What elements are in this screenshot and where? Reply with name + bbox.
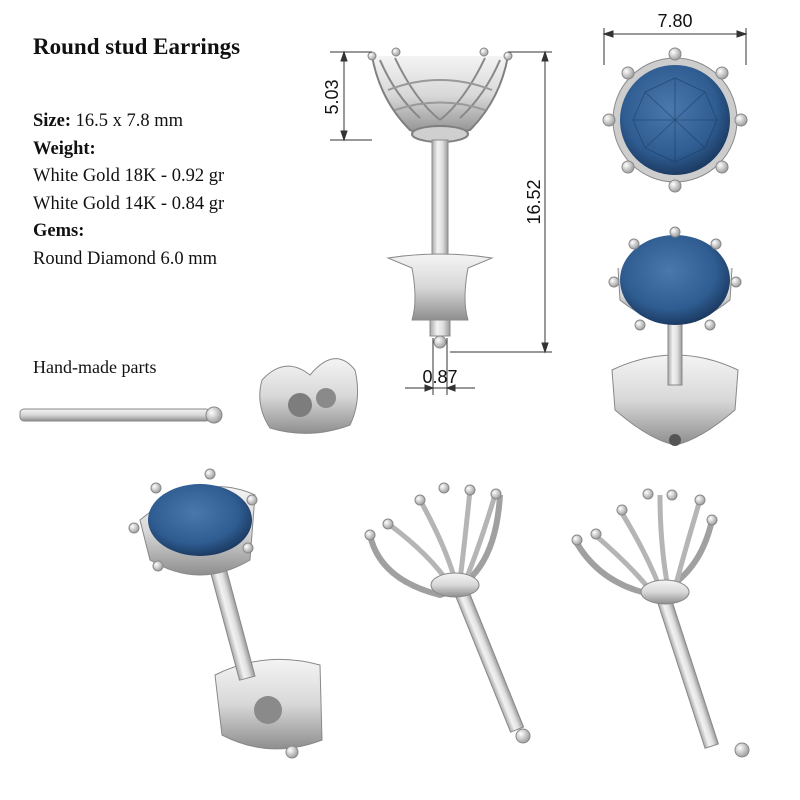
- dim-head-width-value: 7.80: [657, 11, 692, 31]
- side-view-post: [431, 139, 449, 256]
- weight-18k: White Gold 18K - 0.92 gr: [33, 166, 225, 186]
- spec-list: Size: 16.5 x 7.8 mm Weight: White Gold 1…: [33, 108, 224, 273]
- size-label: Size:: [33, 111, 72, 131]
- handmade-butterfly-back: [259, 358, 359, 434]
- dim-head-height-value: 5.03: [322, 79, 342, 114]
- perspective-view-right: [608, 226, 742, 446]
- dim-head-height: [330, 50, 372, 142]
- dim-total-length: [450, 50, 552, 354]
- weight-label: Weight:: [33, 138, 96, 159]
- side-view-back: [386, 253, 494, 321]
- perspective-view-basket-right: [571, 488, 750, 758]
- dim-post-width: [405, 338, 475, 395]
- dim-post-width-value: 0.87: [422, 367, 457, 387]
- gems-label: Gems:: [33, 221, 85, 241]
- top-view: 7.80: [602, 11, 748, 193]
- gems-value: Round Diamond 6.0 mm: [33, 248, 217, 269]
- side-view: 5.03 16.52 0.87: [322, 47, 552, 395]
- side-view-head: [367, 47, 513, 143]
- dim-total-length-value: 16.52: [524, 179, 544, 224]
- handmade-parts-label: Hand-made parts: [33, 357, 157, 377]
- perspective-view-gem-back: [128, 468, 323, 759]
- top-view-prongs: [602, 47, 748, 193]
- spec-size: Size: 16.5 x 7.8 mm: [33, 108, 224, 136]
- weight-14k: White Gold 14K - 0.84 gr: [33, 193, 225, 214]
- perspective-view-basket-center: [364, 482, 531, 744]
- product-title: Round stud Earrings: [33, 34, 241, 59]
- handmade-post: [19, 406, 223, 424]
- size-value: 16.5 x 7.8 mm: [75, 111, 184, 131]
